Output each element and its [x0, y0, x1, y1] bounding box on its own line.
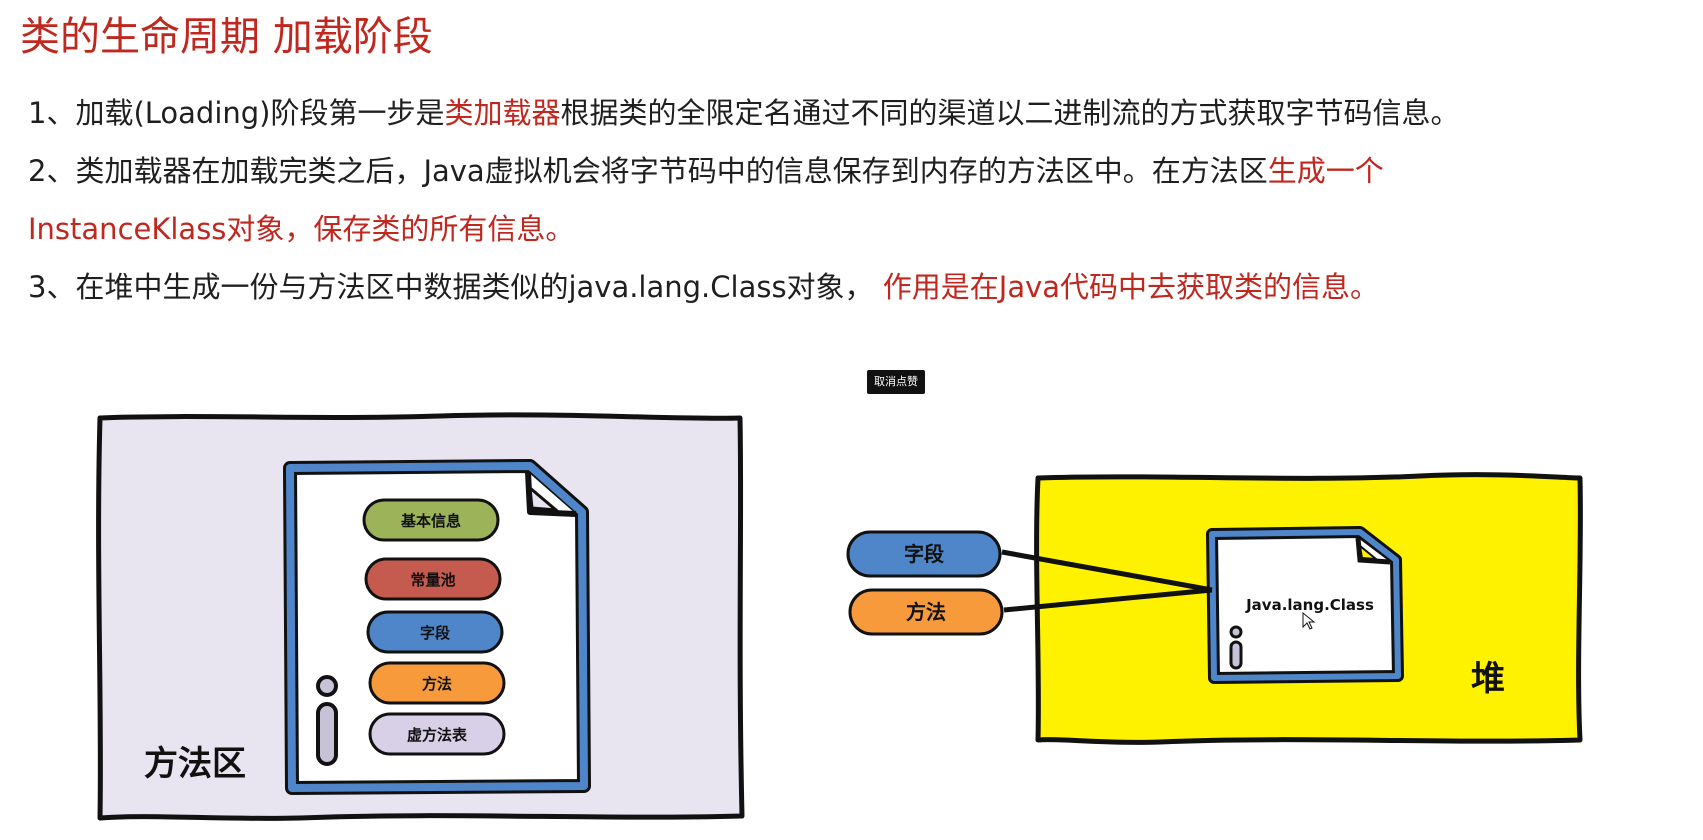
paragraph-1-prefix: 1、加载(Loading)阶段第一步是	[28, 96, 445, 130]
method-area-item-basic-info: 基本信息	[362, 498, 500, 542]
slide-title: 类的生命周期 加载阶段	[20, 14, 433, 60]
info-icon	[316, 675, 338, 697]
method-area-item-label: 字段	[420, 624, 450, 642]
heap-info-icon	[1229, 625, 1243, 639]
heap-label: 堆	[1471, 659, 1505, 699]
method-area-item-label: 常量池	[410, 571, 455, 589]
paragraph-3: 3、在堆中生成一份与方法区中数据类似的java.lang.Class对象， 作用…	[28, 264, 1379, 306]
method-area-item-methods: 方法	[368, 661, 506, 705]
connector-methods	[1003, 587, 1213, 613]
method-area-label: 方法区	[144, 744, 246, 784]
paragraph-2-line-1: 2、类加载器在加载完类之后，Java虚拟机会将字节码中的信息保存到内存的方法区中…	[28, 148, 1384, 190]
heap-object-label: Java.lang.Class	[1245, 596, 1374, 614]
paragraph-1-highlight: 类加载器	[444, 96, 561, 130]
heap-item-fields: 字段	[846, 530, 1002, 578]
heap-item-methods: 方法	[848, 588, 1004, 636]
paragraph-1-suffix: 根据类的全限定名通过不同的渠道以二进制流的方式获取字节码信息。	[560, 96, 1460, 130]
paragraph-3-prefix: 3、在堆中生成一份与方法区中数据类似的java.lang.Class对象，	[28, 270, 874, 304]
paragraph-1: 1、加载(Loading)阶段第一步是类加载器根据类的全限定名通过不同的渠道以二…	[28, 90, 1460, 132]
heap-item-label: 字段	[904, 542, 944, 566]
paragraph-2-highlight: 生成一个	[1267, 154, 1384, 188]
paragraph-3-highlight: 作用是在Java代码中去获取类的信息。	[882, 270, 1380, 304]
method-area-item-label: 基本信息	[400, 512, 461, 530]
method-area-item-label: 方法	[422, 675, 452, 693]
connector-fields	[1001, 549, 1213, 593]
method-area-item-fields: 字段	[366, 610, 504, 654]
heap-item-label: 方法	[906, 600, 946, 624]
method-area-item-label: 虚方法表	[407, 726, 468, 744]
paragraph-2-line-2: InstanceKlass对象，保存类的所有信息。	[28, 212, 575, 246]
cursor-icon	[1302, 611, 1316, 630]
unlike-tooltip[interactable]: 取消点赞	[867, 370, 925, 394]
paragraph-2-prefix: 2、类加载器在加载完类之后，Java虚拟机会将字节码中的信息保存到内存的方法区中…	[28, 154, 1268, 188]
method-area-item-constant-pool: 常量池	[364, 557, 502, 601]
method-area-item-vtable: 虚方法表	[368, 712, 506, 756]
